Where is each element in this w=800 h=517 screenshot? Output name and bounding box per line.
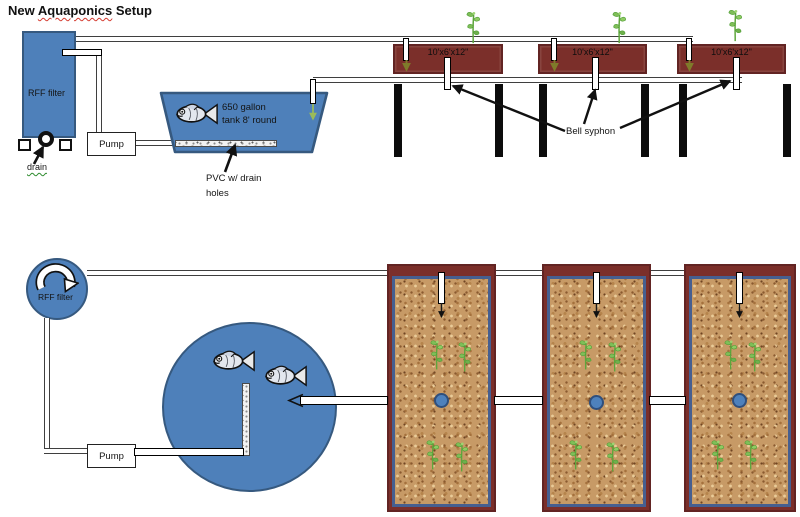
grow-media <box>547 276 646 507</box>
tank-inlet-pipe <box>310 79 316 104</box>
filter-inlet-pipe <box>62 49 102 56</box>
grow-media <box>392 276 491 507</box>
bed2-inlet-pipe <box>551 38 557 61</box>
rotation-arrow-icon <box>33 263 80 293</box>
bell-syphon-pipe-2 <box>592 57 599 90</box>
grow-bed-side-3: 10'x6'x12" <box>677 44 786 74</box>
plant-icon <box>744 437 757 471</box>
drain-label: drain <box>27 162 48 172</box>
bed-size-label: 10'x6'x12" <box>572 47 613 57</box>
plant-icon <box>455 439 468 473</box>
plant-icon <box>728 6 742 43</box>
pump-box-side: Pump <box>87 132 136 156</box>
supply-pipe-side <box>76 36 693 42</box>
tank-label-line2: tank 8' round <box>222 115 277 126</box>
plan-view-section: RFF filter Pump <box>0 230 800 517</box>
bed1-to-tank-pipe <box>300 396 388 405</box>
pvc-drain-bar-side <box>175 140 277 147</box>
bell-syphon-label: Bell syphon <box>566 126 616 137</box>
plant-icon <box>608 339 621 373</box>
tank-to-pump-pipe <box>134 140 178 146</box>
bed1-bed2-pipe <box>494 396 543 405</box>
filter-foot-left <box>18 139 31 151</box>
bell-syphon-pipe-1 <box>444 57 451 90</box>
side-view-section: RFF filter drain Pump 650 gallon tank 8'… <box>0 0 800 230</box>
bell-syphon-drain-1 <box>434 393 449 408</box>
bed-leg <box>783 84 791 157</box>
fish-icon <box>211 349 255 373</box>
bed-leg <box>539 84 547 157</box>
bed2-inlet-pipe-plan <box>593 272 600 304</box>
plant-icon <box>426 437 439 471</box>
bed-leg <box>495 84 503 157</box>
plant-icon <box>606 439 619 473</box>
filter-down-pipe <box>44 318 50 449</box>
pump-label: Pump <box>99 450 124 462</box>
pvc-label-line2: holes <box>206 188 229 199</box>
title-word: New <box>8 3 38 18</box>
plant-icon <box>612 8 626 45</box>
bell-syphon-drain-2 <box>589 395 604 410</box>
bed3-inlet-pipe <box>686 38 692 61</box>
filter-pump-connector <box>44 448 88 454</box>
bed-leg <box>641 84 649 157</box>
bed-size-label: 10'x6'x12" <box>711 47 752 57</box>
page-title: New Aquaponics Setup <box>8 3 152 18</box>
return-pipe-side <box>313 77 742 83</box>
pvc-label-line1: PVC w/ drain <box>206 173 262 184</box>
plant-icon <box>466 8 480 45</box>
grow-media <box>689 276 791 507</box>
rff-filter-label: RFF filter <box>28 88 65 98</box>
bell-syphon-drain-3 <box>732 393 747 408</box>
bell-syphon-pipe-3 <box>733 57 740 90</box>
bed1-inlet-pipe <box>403 38 409 61</box>
fish-icon <box>263 364 307 388</box>
plant-icon <box>579 337 592 371</box>
plant-icon <box>724 337 737 371</box>
bed-leg <box>394 84 402 157</box>
plant-icon <box>430 337 443 371</box>
rff-filter-label: RFF filter <box>38 292 73 302</box>
pump-label: Pump <box>99 138 124 150</box>
pump-to-filter-pipe <box>96 55 102 132</box>
fish-icon <box>174 102 218 126</box>
title-word: Setup <box>112 3 152 18</box>
title-word-misspelled: Aquaponics <box>37 3 113 18</box>
filter-foot-right <box>59 139 72 151</box>
plant-icon <box>711 437 724 471</box>
bed1-inlet-pipe-plan <box>438 272 445 304</box>
bed-leg <box>679 84 687 157</box>
drain-valve <box>38 131 54 147</box>
plant-icon <box>569 437 582 471</box>
pvc-drain-bar-plan <box>242 383 250 456</box>
plant-icon <box>748 339 761 373</box>
bed-size-label: 10'x6'x12" <box>427 47 469 57</box>
bed2-bed3-pipe <box>649 396 686 405</box>
rff-filter-box <box>22 31 76 138</box>
pump-box-plan: Pump <box>87 444 136 468</box>
tank-label-line1: 650 gallon <box>222 102 266 113</box>
pump-to-tank-pipe <box>134 448 244 456</box>
plant-icon <box>458 339 471 373</box>
fish-tank-side <box>159 91 329 154</box>
bed3-inlet-pipe-plan <box>736 272 743 304</box>
